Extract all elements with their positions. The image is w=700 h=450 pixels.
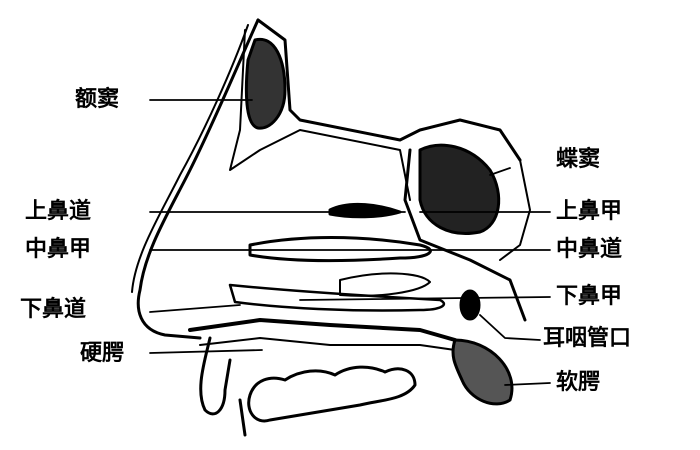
label-inferior-turbinate: 下鼻甲 xyxy=(556,284,623,309)
label-hard-palate: 硬腭 xyxy=(80,341,125,366)
teeth xyxy=(247,365,417,423)
hard-palate-shape xyxy=(188,318,457,342)
soft-palate-shape xyxy=(451,338,514,406)
frontal-sinus-shape xyxy=(244,37,287,130)
label-frontal-sinus: 额窦 xyxy=(75,87,120,112)
eustachian-opening-shape xyxy=(459,289,481,321)
label-sphenoid-sinus: 蝶窦 xyxy=(556,147,601,172)
inferior-turbinate-shape xyxy=(228,283,446,312)
label-superior-meatus: 上鼻道 xyxy=(25,199,92,224)
middle-turbinate-shape xyxy=(248,236,432,263)
superior-turbinate-shape xyxy=(328,202,402,219)
label-middle-meatus: 中鼻道 xyxy=(556,237,623,262)
label-superior-turbinate: 上鼻甲 xyxy=(556,199,623,224)
sphenoid-sinus-shape xyxy=(418,143,501,235)
label-eustachian-tube-opening: 耳咽管口 xyxy=(543,326,632,351)
label-soft-palate: 软腭 xyxy=(556,370,601,395)
nose-profile xyxy=(136,18,260,340)
label-inferior-meatus: 下鼻道 xyxy=(20,297,87,322)
label-middle-turbinate: 中鼻甲 xyxy=(25,237,92,262)
